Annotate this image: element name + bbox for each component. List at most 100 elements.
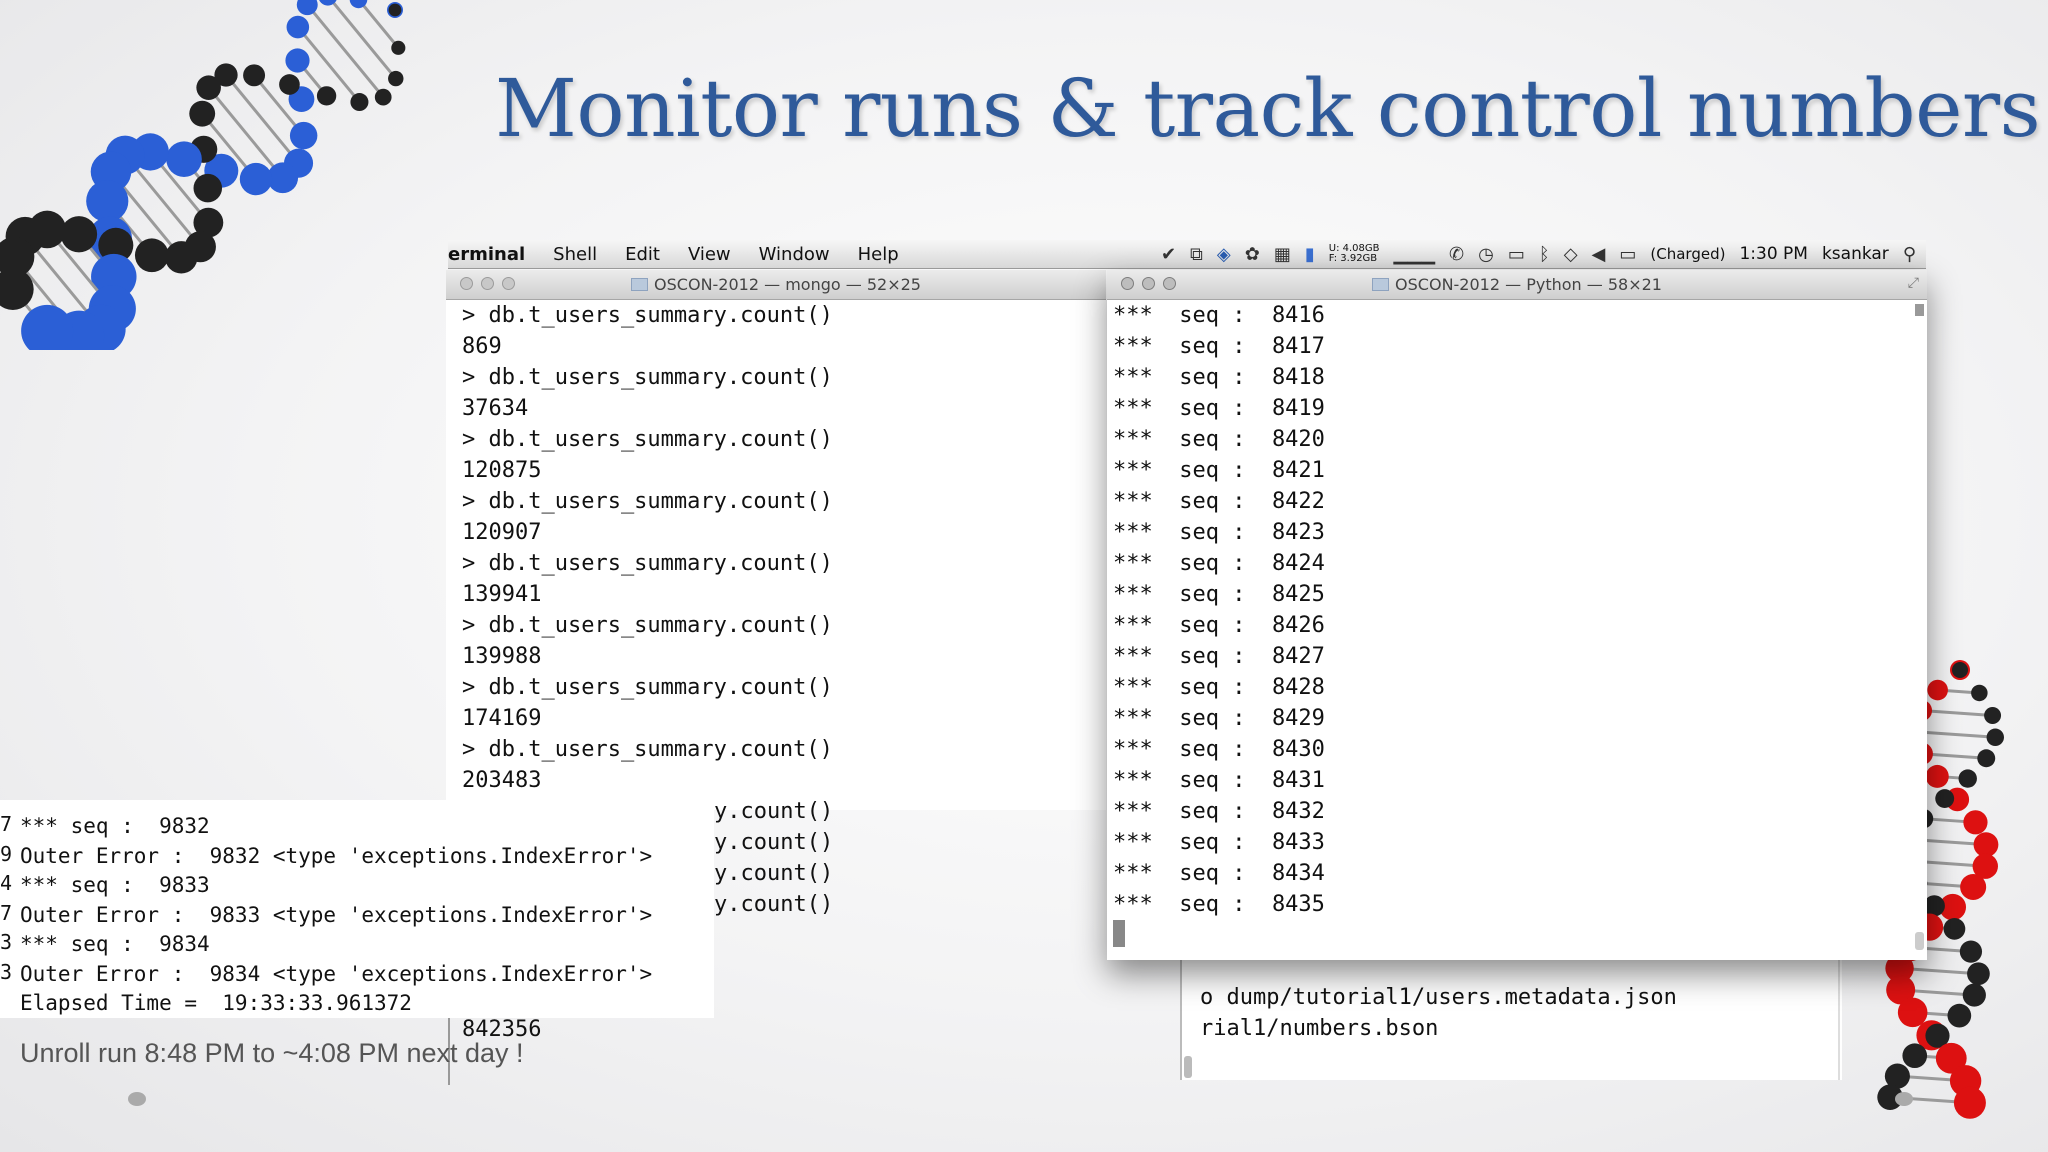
terminal-line: Elapsed Time = 19:33:33.961372 [20, 991, 412, 1015]
python-terminal-output[interactable]: *** seq : 8416*** seq : 8417*** seq : 84… [1107, 300, 1927, 951]
battery-status[interactable]: (Charged) [1650, 245, 1726, 263]
dna-bead [1927, 679, 1948, 701]
network-graph-icon[interactable]: ▁▁▁ [1393, 243, 1436, 265]
close-button[interactable] [460, 277, 473, 290]
terminal-line: *** seq : 8418 [1113, 365, 1325, 390]
dna-bead [296, 0, 318, 16]
wifi-icon[interactable]: ◇ [1563, 243, 1578, 265]
memory-used: U: 4.08GB [1328, 243, 1380, 254]
menu-shell[interactable]: Shell [553, 243, 598, 265]
close-button[interactable] [1121, 277, 1134, 290]
terminal-line: *** seq : 8430 [1113, 737, 1325, 762]
terminal-line: *** seq : 8428 [1113, 675, 1325, 700]
gutter-char: 7 [0, 900, 13, 925]
dna-bead [1923, 895, 1945, 917]
dna-bead [350, 93, 369, 112]
terminal-line: y.count() [714, 830, 834, 855]
terminal-line: > db.t_users_summary.count() [462, 303, 833, 328]
dna-bead [1939, 893, 1967, 921]
checkmark-icon[interactable]: ✔ [1160, 243, 1177, 265]
folder-icon [631, 278, 649, 291]
gutter-char: 3 [0, 930, 13, 954]
dropbox-icon[interactable]: ◈ [1216, 243, 1231, 265]
dna-bead [374, 88, 392, 106]
terminal-line: > db.t_users_summary.count() [462, 675, 833, 700]
terminal-line: Outer Error : 9834 <type 'exceptions.Ind… [20, 961, 653, 986]
dna-rung [357, 0, 400, 49]
scrollbar-knob[interactable] [1915, 932, 1924, 950]
slide-title: Monitor runs & track control numbers [495, 62, 2041, 155]
slide-nav-dot[interactable] [1895, 1092, 1913, 1106]
dna-bead [86, 179, 129, 223]
python-terminal-window[interactable]: OSCON-2012 — Python — 58×21 ⤢ *** seq : … [1107, 270, 1927, 960]
menu-edit[interactable]: Edit [625, 243, 660, 265]
dna-bead [1972, 853, 1998, 879]
dna-bead [134, 238, 169, 273]
user-name[interactable]: ksankar [1821, 244, 1889, 264]
menu-help[interactable]: Help [857, 243, 899, 265]
mongo-last-value: 842356 [462, 1017, 542, 1042]
dna-bead [189, 100, 216, 127]
fullscreen-icon[interactable]: ⤢ [1907, 275, 1919, 291]
dna-bead [388, 3, 402, 17]
window-copy-icon[interactable]: ⧉ [1190, 243, 1203, 265]
clock[interactable]: 1:30 PM [1739, 244, 1808, 264]
minimize-button[interactable] [481, 277, 494, 290]
volume-icon[interactable]: ◀ [1591, 243, 1606, 265]
dna-bead [98, 227, 134, 263]
battery-icon[interactable]: ▭ [1619, 243, 1637, 265]
dna-bead [1947, 1003, 1972, 1028]
gutter-char: 4 [0, 871, 13, 895]
mongo-terminal-output[interactable]: > db.t_users_summary.count()869> db.t_us… [446, 300, 1106, 796]
scrollbar-knob[interactable] [1915, 304, 1924, 316]
time-machine-icon[interactable]: ◷ [1478, 243, 1494, 265]
terminal-line: *** seq : 8422 [1113, 489, 1325, 514]
dna-bead [267, 162, 299, 194]
menu-terminal[interactable]: erminal [448, 243, 526, 265]
display-icon[interactable]: ▭ [1507, 243, 1525, 265]
spotlight-search-icon[interactable]: ⚲ [1902, 243, 1916, 265]
terminal-line: *** seq : 8429 [1113, 706, 1325, 731]
dna-bead [1960, 873, 1987, 900]
cut-off-line: ‾‾‾‾‾‾‾‾‾‾‾‾‾‾‾‾‾‾‾‾‾‾‾‾‾‾‾‾‾‾‾‾‾‾‾‾‾ [18, 800, 508, 811]
terminal-line: 37634 [462, 396, 529, 421]
dna-bead [289, 121, 318, 150]
zoom-button[interactable] [1163, 277, 1176, 290]
memory-readout[interactable]: U: 4.08GB F: 3.92GB [1329, 244, 1380, 264]
mac-menubar: erminal Shell Edit View Window Help ✔ ⧉ … [448, 240, 1926, 269]
dna-rung [306, 3, 385, 99]
dna-bead [1943, 917, 1966, 940]
mongo-window-titlebar[interactable]: OSCON-2012 — mongo — 52×25 [446, 270, 1106, 300]
terminal-line: *** seq : 8432 [1113, 799, 1325, 824]
dna-rung [1915, 730, 1996, 739]
phone-icon[interactable]: ✆ [1449, 243, 1465, 265]
mongo-terminal-window[interactable]: OSCON-2012 — mongo — 52×25 > db.t_users_… [446, 270, 1106, 810]
menu-view[interactable]: View [687, 243, 731, 265]
slide-caption: Unroll run 8:48 PM to ~4:08 PM next day … [20, 1038, 524, 1069]
dna-bead [1935, 1042, 1967, 1074]
minimize-button[interactable] [1142, 277, 1155, 290]
cpu-meter-icon[interactable]: ▮ [1304, 243, 1315, 265]
dna-bead [193, 207, 224, 238]
calendar-icon[interactable]: ▦ [1273, 243, 1291, 265]
terminal-line: *** seq : 8423 [1113, 520, 1325, 545]
dna-bead [1885, 954, 1914, 983]
dna-bead [391, 40, 406, 55]
terminal-line: *** seq : 8433 [1113, 830, 1325, 855]
zoom-button[interactable] [502, 277, 515, 290]
terminal-line: *** seq : 8427 [1113, 644, 1325, 669]
error-terminal-window[interactable]: ‾‾‾‾‾‾‾‾‾‾‾‾‾‾‾‾‾‾‾‾‾‾‾‾‾‾‾‾‾‾‾‾‾‾‾‾‾ 79… [0, 800, 714, 1018]
python-window-titlebar[interactable]: OSCON-2012 — Python — 58×21 ⤢ [1107, 270, 1927, 300]
scrollbar-knob[interactable] [1184, 1056, 1192, 1078]
terminal-line: > db.t_users_summary.count() [462, 613, 833, 638]
menu-window[interactable]: Window [758, 243, 830, 265]
terminal-line: 174169 [462, 706, 542, 731]
dna-rung [1921, 709, 1993, 717]
dna-rung [207, 86, 284, 179]
paw-icon[interactable]: ✿ [1244, 243, 1260, 265]
bluetooth-icon[interactable]: ᛒ [1538, 243, 1550, 265]
dna-bead [214, 63, 238, 87]
slide-nav-dot[interactable] [128, 1092, 146, 1106]
